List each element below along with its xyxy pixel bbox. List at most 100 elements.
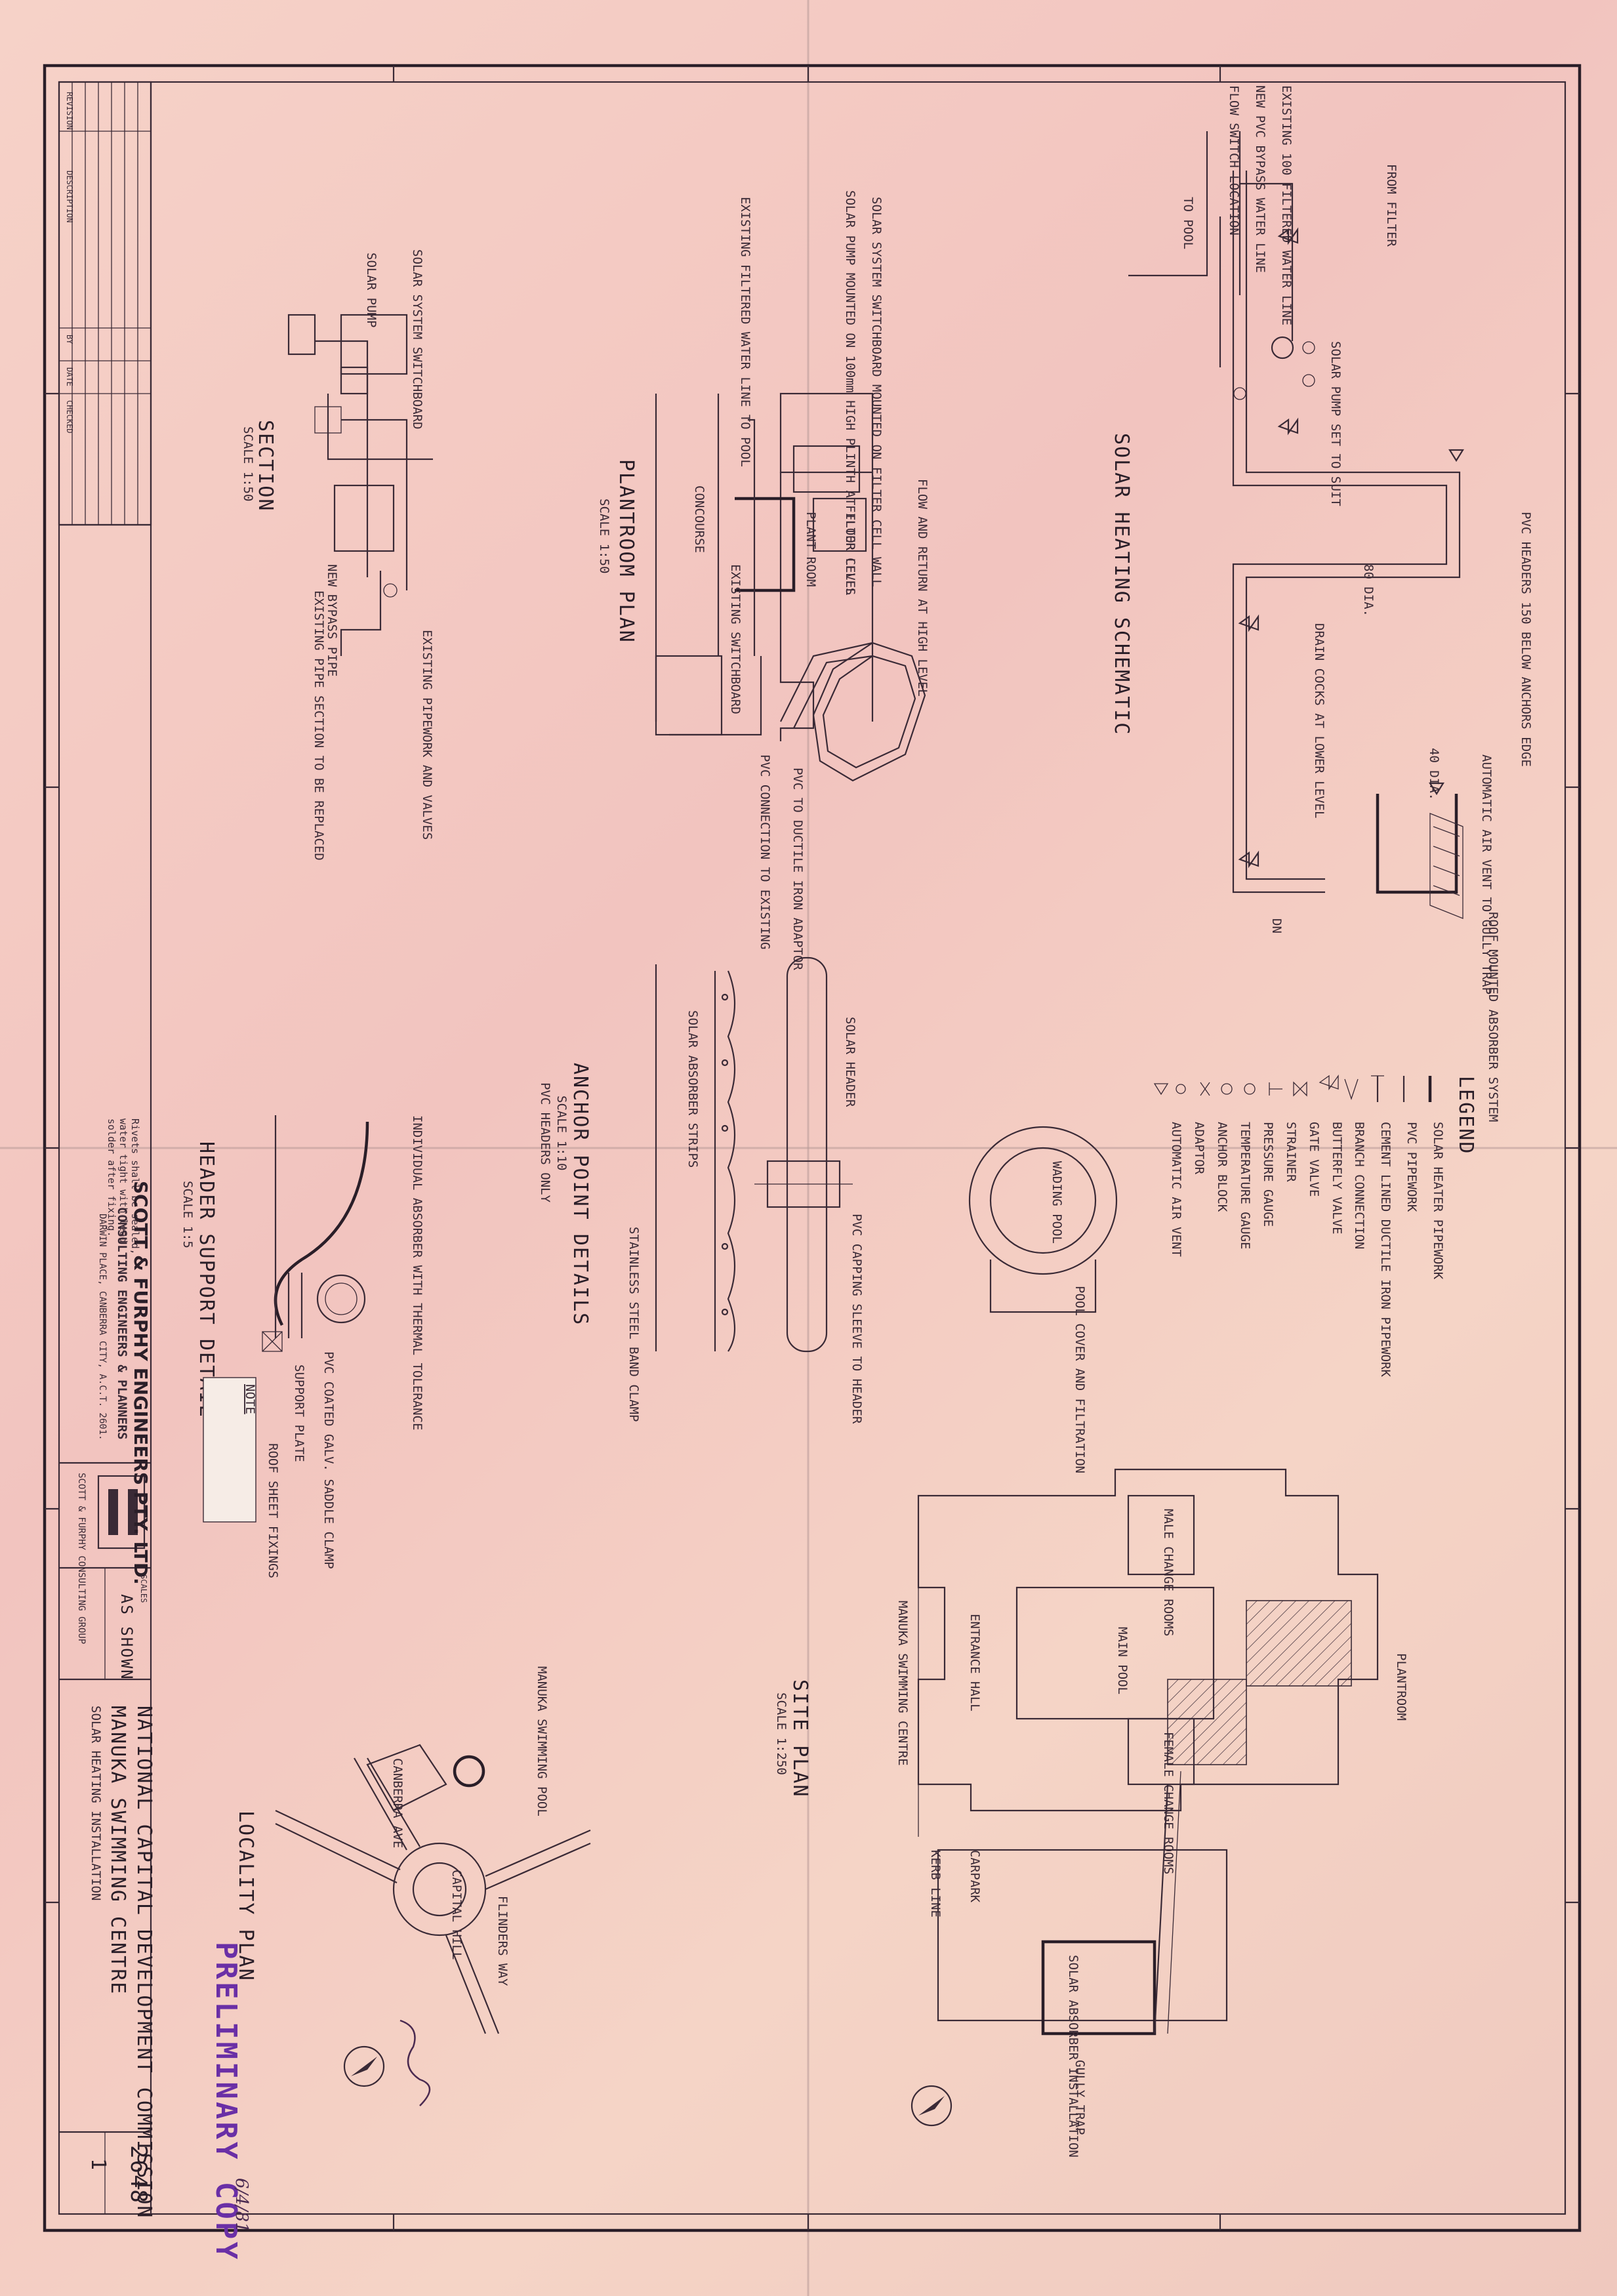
wading-pool: [989, 1147, 1097, 1254]
section-label: EXISTING PIPE SECTION TO BE REPLACED: [312, 590, 326, 861]
locality-label: CANBERRA AVE: [390, 1758, 405, 1848]
sheet-number: 1: [87, 2158, 110, 2171]
firm-subtitle: CONSULTING ENGINEERS & PLANNERS: [115, 1207, 129, 1440]
site-label: PLANTROOM: [1394, 1653, 1408, 1721]
site-label: MAIN POOL: [1115, 1627, 1130, 1694]
section-label: EXISTING PIPEWORK AND VALVES: [420, 630, 434, 840]
legend-title: LEGEND: [1454, 1076, 1477, 1155]
header-support-label: SUPPORT PLATE: [292, 1364, 306, 1462]
legend-item: PVC PIPEWORK: [1404, 1122, 1419, 1212]
legend-item: SOLAR HEATER PIPEWORK: [1431, 1122, 1445, 1280]
legend-item: CEMENT LINED DUCTILE IRON PIPEWORK: [1378, 1122, 1393, 1377]
site-label: CARPARK: [968, 1850, 982, 1903]
project-subtitle: SOLAR HEATING INSTALLATION: [89, 1706, 103, 1900]
solar-heating-schematic: [1128, 131, 1464, 919]
section-label: SOLAR PUMP: [364, 253, 379, 327]
rev-header: DESCRIPTION: [65, 171, 74, 222]
site-label: MANUKA SWIMMING CENTRE: [895, 1601, 910, 1766]
schematic-label: FLOW SWITCH LOCATION: [1227, 85, 1241, 236]
site-plan: [917, 1126, 1379, 2036]
consulting-group: SCOTT & FURPHY CONSULTING GROUP: [76, 1473, 87, 1644]
schematic-label: FROM FILTER: [1384, 164, 1399, 247]
main-pool: [1015, 1586, 1215, 1720]
legend-item: ADAPTOR: [1192, 1122, 1206, 1175]
schematic-label: 40 DIA.: [1427, 748, 1441, 800]
section-title: SECTION: [254, 420, 277, 512]
note-title: NOTE: [243, 1384, 257, 1414]
rev-header: DATE: [65, 367, 74, 386]
legend-item: GATE VALVE: [1307, 1122, 1321, 1197]
plantroom-hatch: [1246, 1600, 1352, 1687]
plantroom-label: CONCOURSE: [692, 485, 706, 553]
firm-name: SCOTT & FURPHY ENGINEERS PTY. LTD.: [130, 1181, 152, 1585]
schematic-label: TO POOL: [1181, 197, 1195, 249]
schematic-label: SOLAR PUMP SET TO SUIT: [1328, 341, 1343, 506]
anchor-label: SOLAR ABSORBER STRIPS: [686, 1010, 700, 1168]
locality-plan: [275, 1744, 591, 2034]
preliminary-stamp: PRELIMINARY COPY: [209, 1942, 243, 2262]
header-support-label: ROOF SHEET FIXINGS: [266, 1443, 280, 1578]
header-support-title: HEADER SUPPORT DETAIL: [195, 1141, 218, 1418]
section-scale: SCALE 1:50: [241, 426, 255, 501]
locality-label: FLINDERS WAY: [495, 1896, 510, 1986]
site-label: MALE CHANGE ROOMS: [1161, 1509, 1176, 1636]
plantroom-plan: [655, 392, 926, 782]
plantroom-label: PLANT ROOM: [804, 512, 818, 586]
plantroom-label: EXISTING SWITCHBOARD: [728, 564, 743, 714]
legend-item: BUTTERFLY VALVE: [1330, 1122, 1344, 1235]
air-vent-icon: [1429, 449, 1464, 796]
plantroom-label: PVC CONNECTION TO EXISTING: [758, 754, 772, 949]
locality-label: CAPITAL HILL: [449, 1870, 464, 1959]
schematic-label: EXISTING 100 FILTERED WATER LINE: [1279, 85, 1294, 325]
drawing-scale: AS SHOWN: [117, 1594, 136, 1681]
header-support-label: PVC COATED GALV. SADDLE CLAMP: [321, 1351, 336, 1569]
rev-header: REVISION: [65, 92, 74, 130]
schematic-label: AUTOMATIC AIR VENT TO GULLY TRAP: [1479, 754, 1494, 994]
site-plan-title: SITE PLAN: [788, 1679, 811, 1798]
schematic-label: 80 DIA.: [1361, 564, 1376, 617]
legend-item: TEMPERATURE GAUGE: [1238, 1122, 1252, 1249]
plantroom-label: PVC TO DUCTILE IRON ADAPTOR: [790, 768, 805, 970]
site-plan-scale: SCALE 1:250: [774, 1692, 788, 1775]
site-label: POOL COVER AND FILTRATION: [1073, 1286, 1087, 1473]
anchor-title: ANCHOR POINT DETAILS: [569, 1063, 592, 1326]
plantroom-scale: SCALE 1:50: [597, 499, 611, 573]
schematic-label: NEW PVC BYPASS WATER LINE: [1253, 85, 1267, 273]
plantroom-label: SOLAR SYSTEM SWITCHBOARD MOUNTED ON FILT…: [869, 197, 884, 587]
site-label: KERB LINE: [928, 1850, 943, 1917]
legend-item: BRANCH CONNECTION: [1352, 1122, 1366, 1249]
handwritten-signature: [399, 2019, 431, 2106]
legend-item: STRAINER: [1284, 1122, 1298, 1182]
project-name: MANUKA SWIMMING CENTRE: [106, 1706, 129, 1995]
section-view: [287, 314, 433, 656]
title-block: [58, 81, 152, 2214]
pump-icon: [1233, 336, 1315, 400]
plantroom-title: PLANTROOM PLAN: [615, 459, 638, 644]
schematic-label: PVC HEADERS 150 BELOW ANCHORS EDGE: [1519, 512, 1533, 767]
locality-title: LOCALITY PLAN: [234, 1811, 257, 1982]
anchor-scale: SCALE 1:10: [554, 1096, 569, 1170]
plantroom-label: FILTER CELLS: [843, 505, 857, 595]
locality-label: MANUKA SWIMMING POOL: [535, 1666, 549, 1816]
schematic-label: DRAIN COCKS AT LOWER LEVEL: [1312, 623, 1326, 818]
legend-item: AUTOMATIC AIR VENT: [1169, 1122, 1183, 1257]
stamp-date: 6/4/81: [232, 2178, 251, 2233]
anchor-note: PVC HEADERS ONLY: [538, 1082, 552, 1203]
legend-item: ANCHOR BLOCK: [1215, 1122, 1229, 1212]
rev-header: BY: [65, 335, 74, 344]
plantroom-label: EXISTING FILTERED WATER LINE TO POOL: [738, 197, 752, 467]
anchor-point-details: [655, 956, 853, 1353]
site-label: FEMALE CHANGE ROOMS: [1161, 1732, 1176, 1874]
anchor-label: PVC CAPPING SLEEVE TO HEADER: [849, 1214, 864, 1424]
site-label: WADING POOL: [1050, 1161, 1064, 1244]
roof-absorber-panel: [1429, 813, 1463, 919]
site-label: GULLY TRAP: [1073, 2060, 1087, 2135]
legend-item: PRESSURE GAUGE: [1261, 1122, 1275, 1227]
header-support-scale: SCALE 1:5: [180, 1181, 195, 1248]
legend: [1153, 1074, 1432, 1102]
anchor-label: SOLAR HEADER: [843, 1017, 857, 1107]
butterfly-valve-icon: [1238, 227, 1299, 869]
schematic-title: SOLAR HEATING SCHEMATIC: [1110, 433, 1133, 735]
